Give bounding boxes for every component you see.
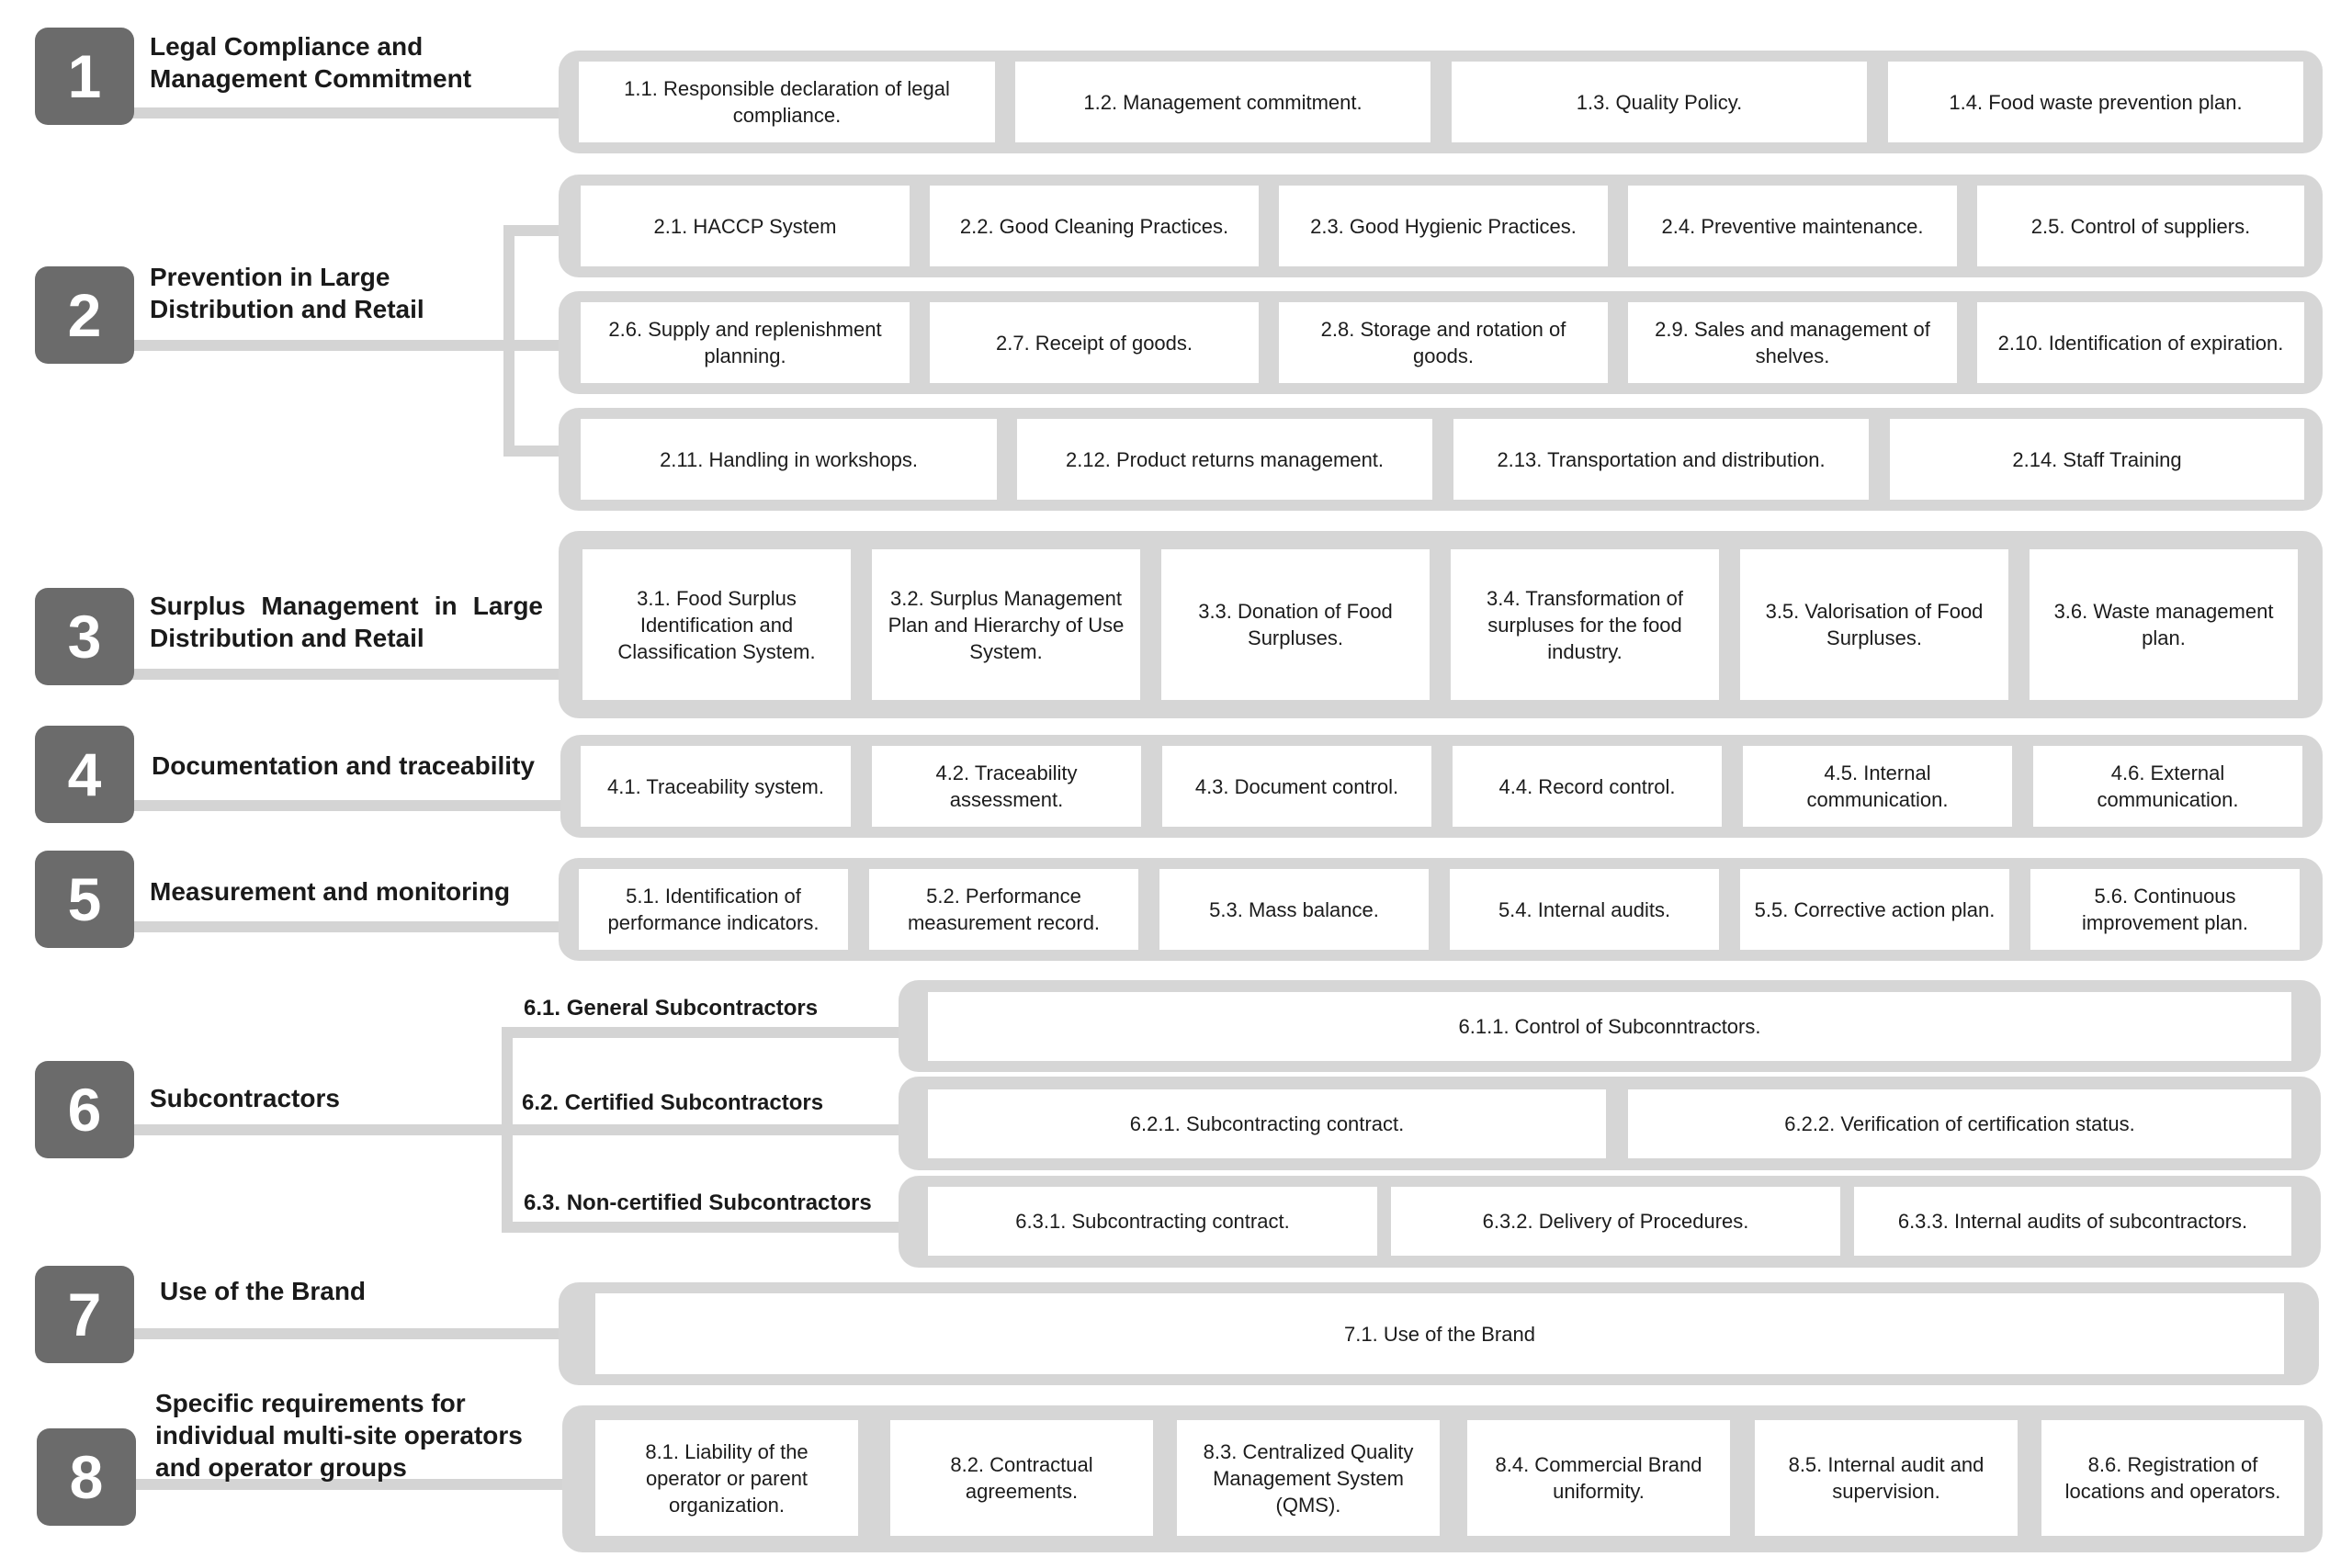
group-6-3-label: 6.3. Non-certified Subcontractors (524, 1190, 872, 1215)
section-3-panel (559, 531, 2323, 718)
connector-line (129, 340, 577, 351)
section-4-title: Documentation and traceability (152, 751, 535, 780)
section-7-title: Use of the Brand (160, 1277, 367, 1305)
item-8-4: 8.4. Commercial Brand uniformity. (1467, 1420, 1730, 1536)
group-6-2-label: 6.2. Certified Subcontractors (522, 1090, 824, 1115)
item-6-2-1: 6.2.1. Subcontracting contract. (928, 1089, 1606, 1158)
section-4-number-badge: 4 (35, 726, 134, 823)
item-2-5: 2.5. Control of suppliers. (1977, 186, 2304, 266)
item-3-2: 3.2. Surplus Management Plan and Hierarc… (872, 549, 1140, 700)
item-7-1: 7.1. Use of the Brand (595, 1293, 2284, 1374)
item-4-6: 4.6. External communication. (2033, 746, 2302, 827)
section-5-panel (559, 858, 2323, 961)
section-6-number-badge: 6 (35, 1061, 134, 1158)
item-2-10: 2.10. Identification of expiration. (1977, 302, 2304, 383)
item-2-4: 2.4. Preventive maintenance. (1628, 186, 1957, 266)
item-8-6: 8.6. Registration of locations and opera… (2041, 1420, 2304, 1536)
item-2-11: 2.11. Handling in workshops. (581, 419, 997, 500)
section-8-number-badge: 8 (37, 1428, 136, 1526)
item-4-2: 4.2. Traceability assessment. (872, 746, 1141, 827)
item-4-3: 4.3. Document control. (1162, 746, 1431, 827)
item-6-3-3: 6.3.3. Internal audits of subcontractors… (1854, 1187, 2291, 1256)
item-8-2: 8.2. Contractual agreements. (890, 1420, 1153, 1536)
section-4-panel (560, 735, 2323, 838)
item-2-7: 2.7. Receipt of goods. (930, 302, 1259, 383)
section-2-title: Prevention in Large Distribution and Ret… (150, 263, 424, 323)
connector-line (129, 800, 570, 811)
section-5-title: Measurement and monitoring (150, 877, 511, 906)
section-1-number-badge: 1 (35, 28, 134, 125)
item-3-6: 3.6. Waste management plan. (2030, 549, 2298, 700)
item-2-1: 2.1. HACCP System (581, 186, 910, 266)
item-5-1: 5.1. Identification of performance indic… (579, 869, 848, 950)
item-2-14: 2.14. Staff Training (1890, 419, 2304, 500)
item-4-1: 4.1. Traceability system. (581, 746, 851, 827)
item-5-2: 5.2. Performance measurement record. (869, 869, 1138, 950)
item-2-6: 2.6. Supply and replenishment planning. (581, 302, 910, 383)
item-5-3: 5.3. Mass balance. (1159, 869, 1429, 950)
item-2-2: 2.2. Good Cleaning Practices. (930, 186, 1259, 266)
connector-line (129, 921, 570, 932)
section-3-number-badge: 3 (35, 588, 134, 685)
section-6-title: Subcontractors (150, 1084, 340, 1112)
connector-line (502, 1027, 902, 1038)
connector-line (129, 1328, 570, 1339)
section-2-number-badge: 2 (35, 266, 134, 364)
item-4-4: 4.4. Record control. (1453, 746, 1722, 827)
section-1-title: Legal Compliance and Management Commitme… (150, 32, 472, 93)
item-1-3: 1.3. Quality Policy. (1452, 62, 1867, 142)
item-6-3-2: 6.3.2. Delivery of Procedures. (1391, 1187, 1840, 1256)
item-6-2-2: 6.2.2. Verification of certification sta… (1628, 1089, 2291, 1158)
item-5-6: 5.6. Continuous improvement plan. (2030, 869, 2300, 950)
item-8-3: 8.3. Centralized Quality Management Syst… (1177, 1420, 1440, 1536)
item-1-2: 1.2. Management commitment. (1015, 62, 1430, 142)
section-5-number-badge: 5 (35, 851, 134, 948)
section-7-number-badge: 7 (35, 1266, 134, 1363)
item-2-8: 2.8. Storage and rotation of goods. (1279, 302, 1608, 383)
item-5-4: 5.4. Internal audits. (1450, 869, 1719, 950)
item-2-3: 2.3. Good Hygienic Practices. (1279, 186, 1608, 266)
item-6-3-1: 6.3.1. Subcontracting contract. (928, 1187, 1377, 1256)
connector-line (502, 1222, 902, 1233)
item-2-9: 2.9. Sales and management of shelves. (1628, 302, 1957, 383)
item-3-4: 3.4. Transformation of surpluses for the… (1451, 549, 1719, 700)
item-8-5: 8.5. Internal audit and supervision. (1755, 1420, 2018, 1536)
item-1-4: 1.4. Food waste prevention plan. (1888, 62, 2303, 142)
item-3-3: 3.3. Donation of Food Surpluses. (1161, 549, 1430, 700)
item-3-1: 3.1. Food Surplus Identification and Cla… (582, 549, 851, 700)
connector-line (129, 1479, 570, 1490)
connector-line (129, 107, 588, 118)
item-4-5: 4.5. Internal communication. (1743, 746, 2012, 827)
connector-line (129, 1124, 902, 1135)
item-1-1: 1.1. Responsible declaration of legal co… (579, 62, 995, 142)
item-2-13: 2.13. Transportation and distribution. (1453, 419, 1869, 500)
item-2-12: 2.12. Product returns management. (1017, 419, 1432, 500)
item-3-5: 3.5. Valorisation of Food Surpluses. (1740, 549, 2008, 700)
section-8-title: Specific requirements for individual mul… (155, 1389, 523, 1482)
item-6-1-1: 6.1.1. Control of Subconntractors. (928, 992, 2291, 1061)
connector-line (129, 669, 570, 680)
section-3-title: Surplus Management in Large Distribution… (150, 592, 543, 652)
item-5-5: 5.5. Corrective action plan. (1740, 869, 2009, 950)
item-8-1: 8.1. Liability of the operator or parent… (595, 1420, 858, 1536)
group-6-1-label: 6.1. General Subcontractors (524, 996, 819, 1021)
